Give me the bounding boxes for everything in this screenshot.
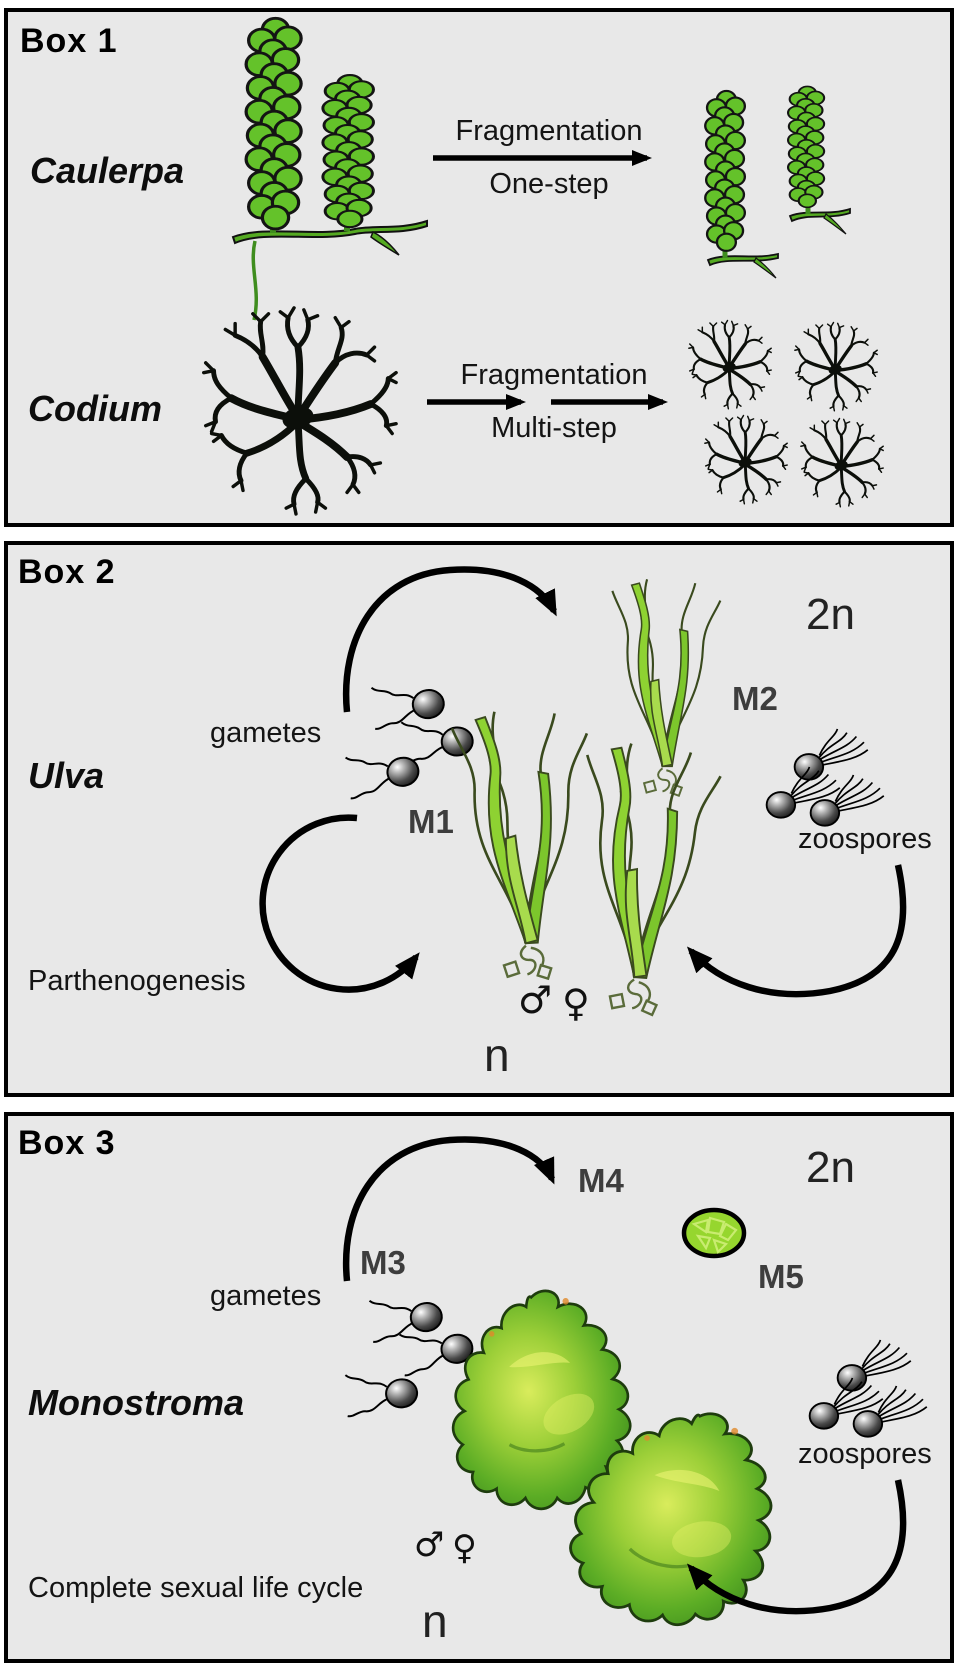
fragmentation-arrow <box>433 150 652 167</box>
male-symbol: ♂ <box>518 978 553 1022</box>
diploid-label: 2n <box>806 1143 855 1192</box>
female-symbol: ♀ <box>452 1528 477 1568</box>
sporophyte-cyst-illustration <box>681 1207 747 1259</box>
species-label-monostroma: Monostroma <box>28 1382 244 1423</box>
box1-panel: Box 1 Caulerpa Fragmentation One-step <box>4 8 954 527</box>
fragmentation-label: Fragmentation <box>455 115 643 147</box>
complete-sexual-life-cycle-caption: Complete sexual life cycle <box>28 1572 364 1604</box>
zoospores-to-gametophytes-arrow <box>686 864 907 998</box>
codium-illustration <box>188 302 404 514</box>
one-step-label: One-step <box>489 168 609 201</box>
box2-panel: Box 2 gametes M1 Ulva Parthenogenesis 2n <box>4 541 954 1097</box>
caulerpa-fragments-illustration <box>704 85 851 279</box>
zoospores-to-thallus-arrow <box>686 1479 907 1615</box>
species-label-ulva: Ulva <box>28 755 105 796</box>
gametes-label: gametes <box>210 1280 322 1312</box>
gametes-to-sporophyte-arrow <box>342 566 557 713</box>
zoospores-icon <box>808 1338 928 1438</box>
gametes-label: gametes <box>210 717 322 749</box>
codium-fragmentation-step: Fragmentation Multi-step <box>424 359 684 445</box>
diploid-label: 2n <box>806 590 855 639</box>
male-symbol: ♂ <box>414 1525 445 1565</box>
gametes-to-m4-arrow <box>342 1136 555 1282</box>
box3-panel: Box 3 M4 2n M5 M3 gametes Monos <box>4 1112 954 1663</box>
caulerpa-fragmentation-step: Fragmentation One-step <box>428 115 670 201</box>
fragmentation-label: Fragmentation <box>460 359 648 391</box>
box2-title: Box 2 <box>18 553 116 591</box>
species-label-codium: Codium <box>28 388 162 429</box>
m5-label: M5 <box>758 1258 804 1295</box>
parthenogenesis-label: Parthenogenesis <box>28 965 246 997</box>
m2-label: M2 <box>732 680 778 717</box>
m3-label: M3 <box>360 1244 406 1281</box>
caulerpa-illustration <box>231 16 428 321</box>
multi-step-label: Multi-step <box>491 412 617 445</box>
m1-label: M1 <box>408 803 454 840</box>
haploid-label: n <box>484 1029 510 1081</box>
haploid-label: n <box>422 1595 448 1647</box>
species-label-caulerpa: Caulerpa <box>30 150 185 191</box>
box1-title: Box 1 <box>20 22 118 60</box>
parthenogenesis-loop-arrow <box>259 814 420 993</box>
zoospores-label: zoospores <box>798 1438 932 1470</box>
female-symbol: ♀ <box>562 981 590 1025</box>
box3-title: Box 3 <box>18 1124 116 1162</box>
zoospores-label: zoospores <box>798 823 932 855</box>
zoospores-icon <box>765 727 885 827</box>
codium-fragments-illustration <box>687 318 885 509</box>
m4-label: M4 <box>578 1162 624 1199</box>
multi-step-arrows <box>427 394 668 411</box>
